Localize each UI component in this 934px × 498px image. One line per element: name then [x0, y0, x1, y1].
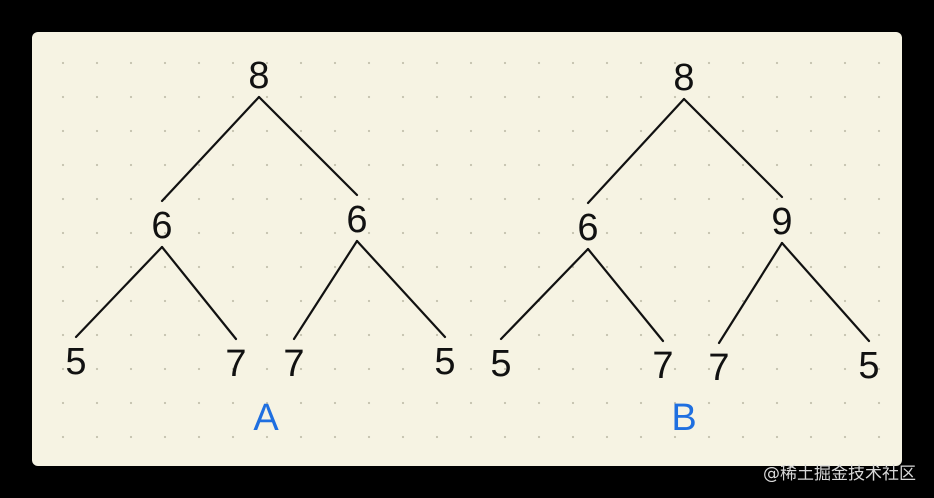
edge-a-root-a-l — [160, 95, 261, 203]
tree-node-b-l: 6 — [577, 207, 598, 249]
edge-a-r-a-rr — [355, 239, 447, 339]
diagram-canvas — [32, 32, 902, 466]
edge-b-l-b-lr — [586, 247, 665, 343]
tree-node-a-root: 8 — [248, 55, 269, 97]
tree-node-b-rr: 5 — [858, 345, 879, 387]
edge-a-r-a-rl — [292, 239, 359, 341]
tree-caption-b: B — [671, 397, 696, 439]
tree-node-b-root: 8 — [673, 57, 694, 99]
edge-b-r-b-rl — [717, 241, 784, 345]
tree-node-a-lr: 7 — [225, 343, 246, 385]
tree-node-b-ll: 5 — [490, 343, 511, 385]
edge-b-r-b-rr — [780, 241, 871, 343]
edge-a-root-a-r — [257, 95, 359, 197]
tree-node-a-r: 6 — [346, 199, 367, 241]
tree-node-a-rr: 5 — [434, 341, 455, 383]
tree-caption-a: A — [253, 397, 279, 439]
tree-node-b-r: 9 — [771, 201, 792, 243]
watermark: @稀土掘金技术社区 — [763, 464, 916, 484]
edge-b-root-b-l — [586, 97, 686, 205]
tree-node-a-ll: 5 — [65, 341, 86, 383]
tree-node-a-l: 6 — [151, 205, 172, 247]
edge-a-l-a-ll — [74, 245, 164, 339]
tree-node-a-rl: 7 — [283, 343, 304, 385]
tree-node-b-rl: 7 — [708, 347, 729, 389]
tree-node-b-lr: 7 — [652, 345, 673, 387]
edge-b-root-b-r — [682, 97, 784, 199]
edge-b-l-b-ll — [499, 247, 590, 341]
edge-a-l-a-lr — [160, 245, 238, 341]
